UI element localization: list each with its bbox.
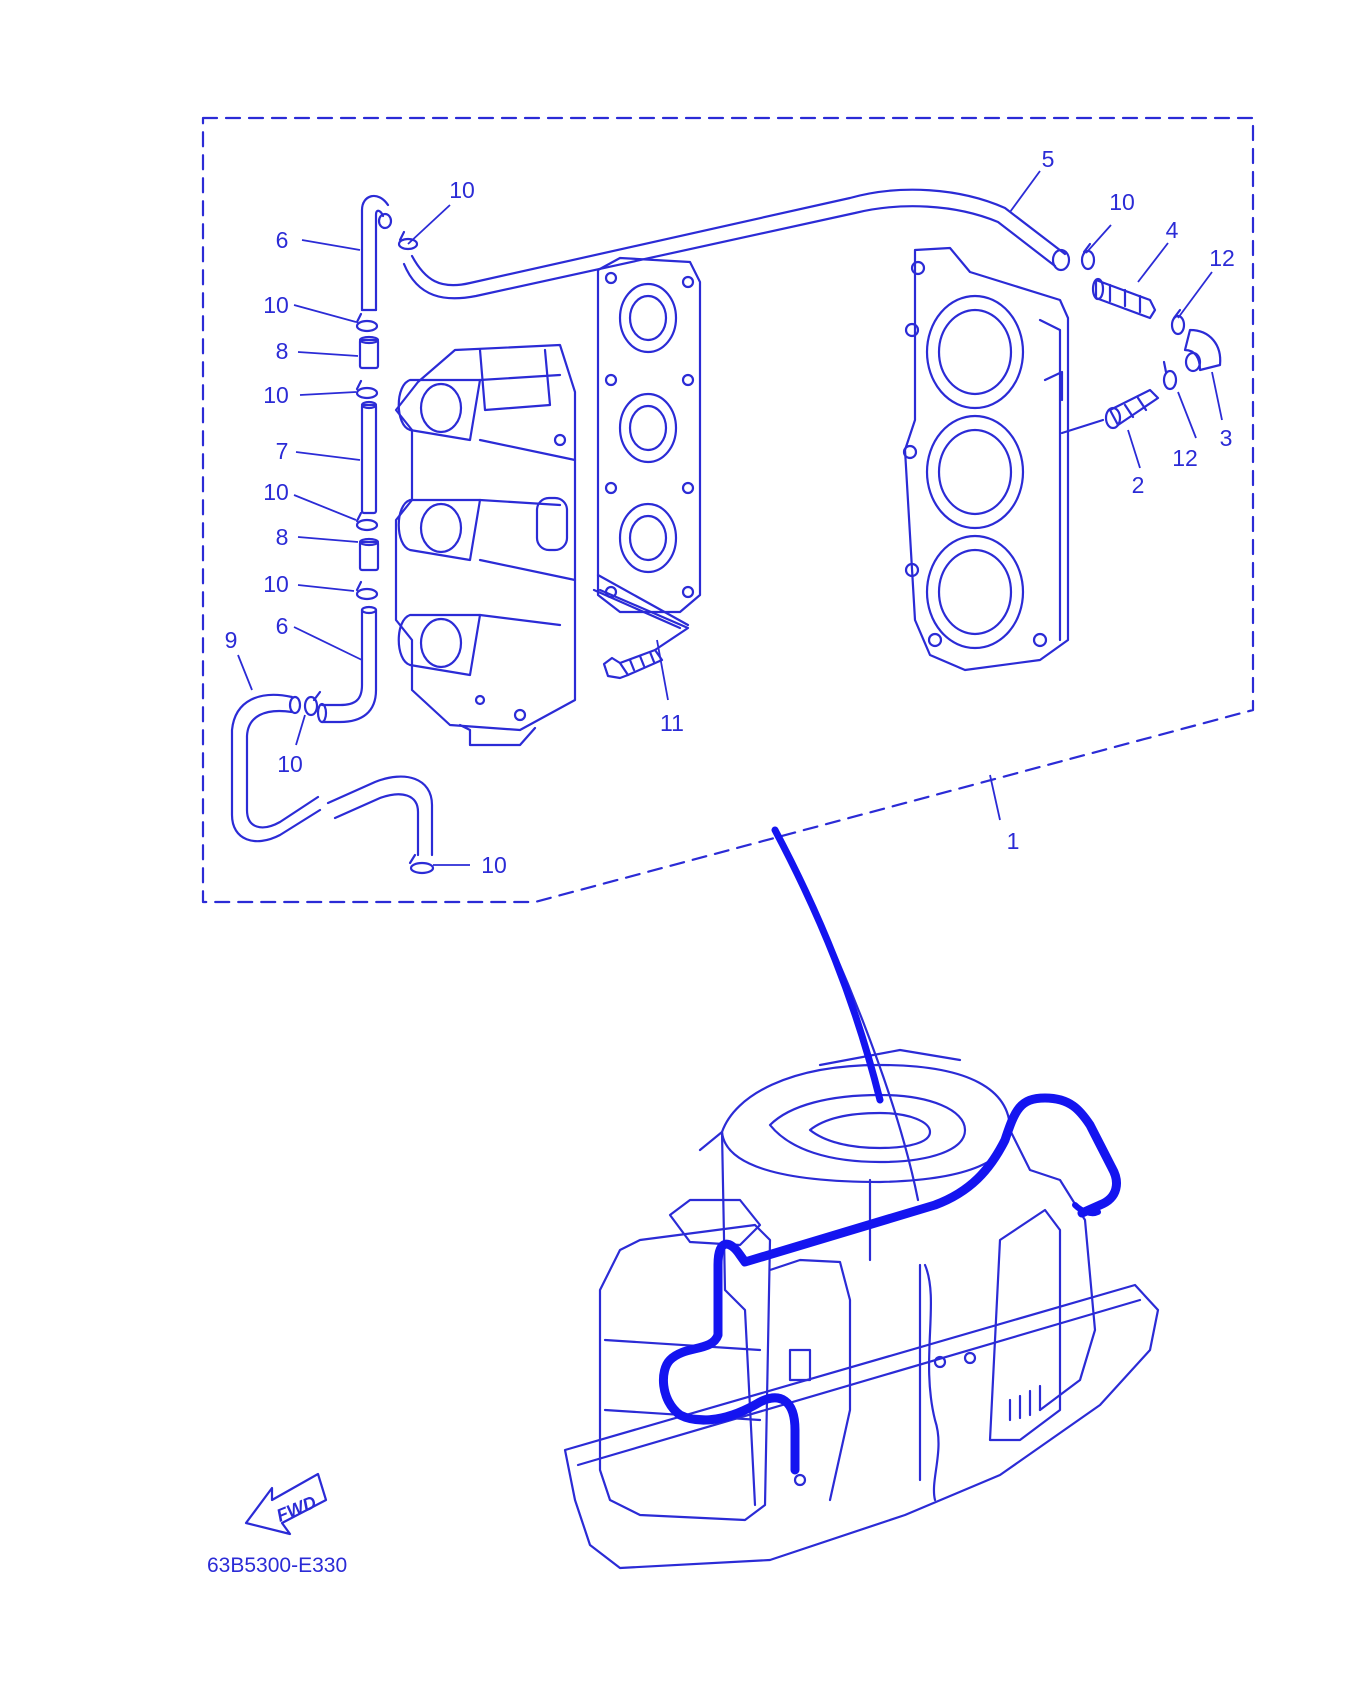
part-9-hose — [230, 693, 434, 857]
clip-12-a — [1170, 308, 1186, 336]
callout-10f: 10 — [277, 751, 303, 777]
assembly-boundary — [201, 116, 1255, 904]
clip-10-f — [303, 690, 322, 717]
callout-10a: 10 — [449, 177, 475, 203]
callout-10g: 10 — [481, 852, 507, 878]
part-6-lower-hose — [316, 605, 378, 724]
callout-10e: 10 — [263, 571, 289, 597]
routed-hose — [658, 1093, 1121, 1475]
callout-11: 11 — [660, 710, 684, 736]
clip-10-d — [355, 511, 379, 532]
part-7-hose — [360, 400, 378, 515]
diagram-code: 63B5300-E330 — [207, 1554, 347, 1577]
assembly-leader-bold — [771, 826, 884, 1104]
callout-3: 3 — [1220, 425, 1233, 451]
part-8-joint-lower — [358, 537, 380, 572]
callout-10h: 10 — [1109, 189, 1135, 215]
part-11-bolt — [598, 588, 690, 680]
part-4-fitting — [1091, 277, 1157, 320]
callout-10c: 10 — [263, 382, 289, 408]
clip-10-b — [355, 312, 379, 333]
carburetor-assembly — [394, 343, 577, 747]
part-8-joint-upper — [358, 335, 380, 370]
part-3-elbow — [1183, 328, 1222, 373]
intake-manifold — [592, 256, 702, 630]
callout-12b: 12 — [1172, 445, 1198, 471]
callout-12a: 12 — [1209, 245, 1235, 271]
engine-overview — [563, 1048, 1160, 1570]
part-6-upper-hose — [360, 194, 393, 312]
callout-5: 5 — [1042, 146, 1055, 172]
callout-10d: 10 — [263, 479, 289, 505]
callout-labels: 1 2 3 4 5 6 6 7 8 8 9 10 10 10 10 10 10 … — [225, 146, 1235, 878]
callout-8b: 8 — [276, 524, 289, 550]
callout-7: 7 — [276, 438, 289, 464]
fwd-label: FWD — [274, 1492, 319, 1526]
routed-hose-fitting — [1072, 1202, 1101, 1217]
callout-10b: 10 — [263, 292, 289, 318]
part-2-fitting — [1060, 388, 1160, 435]
clip-10-h — [1080, 242, 1096, 271]
callout-leaders — [237, 170, 1223, 866]
callout-4: 4 — [1166, 217, 1179, 243]
part-5-hose — [402, 188, 1071, 300]
callout-6b: 6 — [276, 613, 289, 639]
callout-1: 1 — [1007, 828, 1020, 854]
cylinder-block-cover — [902, 246, 1070, 672]
clip-10-g — [408, 853, 435, 875]
callout-9: 9 — [225, 627, 238, 653]
clip-10-e — [355, 580, 379, 601]
callout-2: 2 — [1132, 472, 1145, 498]
clip-10-c — [355, 379, 379, 400]
clip-10-a — [397, 230, 419, 251]
clip-12-b — [1162, 360, 1178, 391]
callout-8a: 8 — [276, 338, 289, 364]
fwd-arrow-icon — [244, 1472, 328, 1536]
callout-6a: 6 — [276, 227, 289, 253]
